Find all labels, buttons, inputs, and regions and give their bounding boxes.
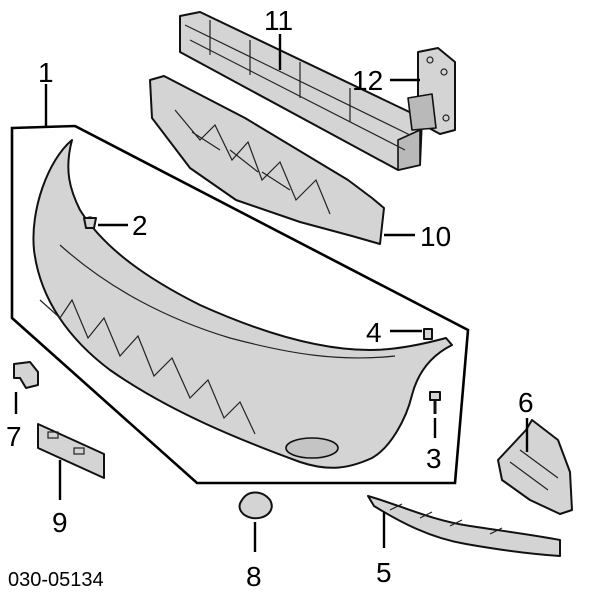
callout-7: 7 xyxy=(6,421,22,452)
callout-8: 8 xyxy=(246,561,262,592)
callout-1: 1 xyxy=(38,57,54,88)
catalog-number: 030-05134 xyxy=(8,569,104,591)
tow-hook-cover xyxy=(238,491,273,552)
license-plate-bracket xyxy=(37,423,105,500)
callout-2: 2 xyxy=(132,210,148,241)
clip xyxy=(83,217,128,229)
retainer xyxy=(13,361,39,414)
callout-11: 11 xyxy=(264,5,293,36)
energy-absorber xyxy=(149,75,385,245)
callout-10: 10 xyxy=(420,221,451,252)
callout-5: 5 xyxy=(376,557,392,588)
callout-9: 9 xyxy=(52,507,68,538)
bumper-fascia xyxy=(32,139,453,469)
bolt xyxy=(429,391,441,438)
callout-4: 4 xyxy=(366,317,382,348)
screw-top xyxy=(390,328,433,340)
lower-molding xyxy=(367,495,561,557)
reinforcement-beam xyxy=(179,11,423,171)
bumper-assembly-boundary xyxy=(10,124,470,485)
callout-6: 6 xyxy=(518,387,534,418)
callout-12: 12 xyxy=(352,65,383,96)
callout-3: 3 xyxy=(426,443,442,474)
bumper-bracket xyxy=(407,47,456,135)
mud-flap xyxy=(497,418,573,515)
